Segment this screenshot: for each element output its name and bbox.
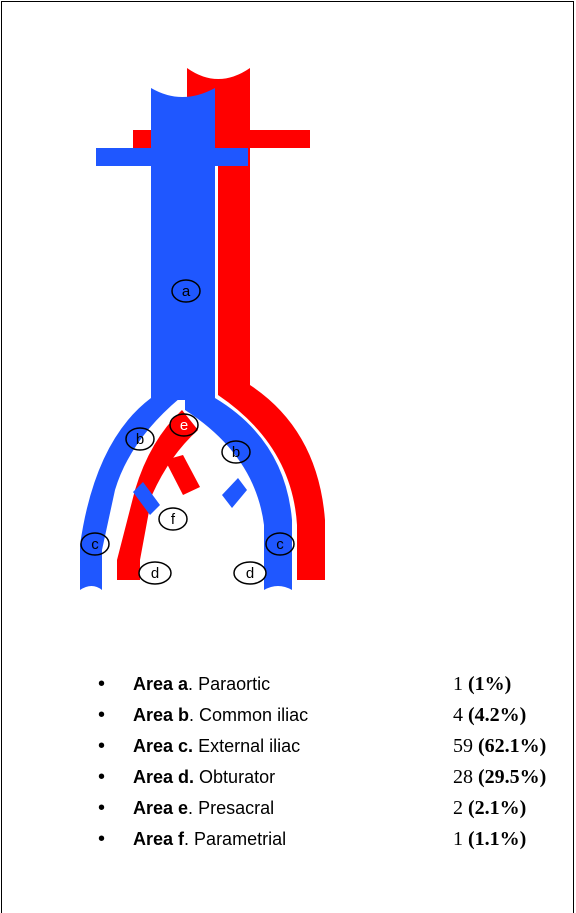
vena-cava — [151, 88, 215, 400]
label-d-right: d — [234, 562, 266, 584]
legend-value: 4 (4.2%) — [453, 703, 526, 727]
legend-item-d: • Area d. Obturator 28 (29.5%) — [0, 765, 576, 795]
legend-item-f: • Area f. Parametrial 1 (1.1%) — [0, 827, 576, 857]
legend-label: Area b. Common iliac — [133, 703, 308, 727]
label-d-left: d — [139, 562, 171, 584]
svg-text:e: e — [180, 417, 188, 434]
svg-text:c: c — [276, 536, 284, 553]
bullet-icon: • — [98, 736, 105, 756]
legend-value: 1 (1%) — [453, 672, 511, 696]
legend-label: Area f. Parametrial — [133, 827, 286, 851]
legend-value: 59 (62.1%) — [453, 734, 546, 758]
legend-value: 1 (1.1%) — [453, 827, 526, 851]
svg-text:a: a — [182, 283, 191, 300]
legend-value: 28 (29.5%) — [453, 765, 546, 789]
legend-value: 2 (2.1%) — [453, 796, 526, 820]
artery-stub-down — [165, 455, 200, 495]
bullet-icon: • — [98, 705, 105, 725]
legend-label: Area a. Paraortic — [133, 672, 270, 696]
bullet-icon: • — [98, 674, 105, 694]
legend-item-a: • Area a. Paraortic 1 (1%) — [0, 672, 576, 702]
legend-label: Area e. Presacral — [133, 796, 274, 820]
label-f: f — [159, 508, 187, 530]
bullet-icon: • — [98, 798, 105, 818]
svg-text:d: d — [246, 565, 254, 582]
legend-item-b: • Area b. Common iliac 4 (4.2%) — [0, 703, 576, 733]
svg-text:b: b — [232, 444, 240, 461]
bullet-icon: • — [98, 767, 105, 787]
bullet-icon: • — [98, 829, 105, 849]
legend-label: Area d. Obturator — [133, 765, 275, 789]
svg-text:d: d — [151, 565, 159, 582]
svg-text:b: b — [136, 431, 144, 448]
legend-label: Area c. External iliac — [133, 734, 300, 758]
vessel-diagram: a b e b f c c d — [0, 0, 576, 640]
legend-item-e: • Area e. Presacral 2 (2.1%) — [0, 796, 576, 826]
vein-stub-right — [222, 478, 247, 508]
svg-text:c: c — [91, 536, 99, 553]
legend-item-c: • Area c. External iliac 59 (62.1%) — [0, 734, 576, 764]
